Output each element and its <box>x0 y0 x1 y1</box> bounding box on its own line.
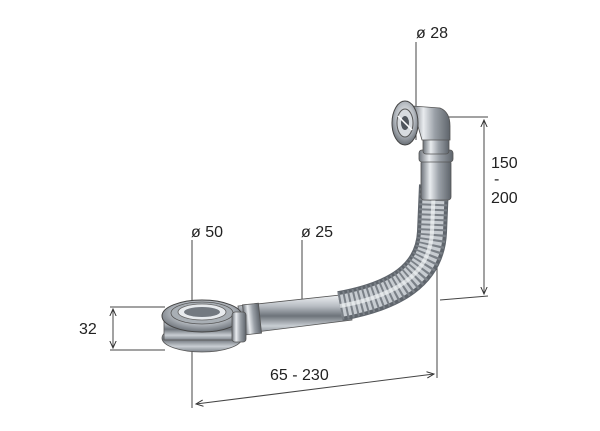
drain-fitting <box>161 299 247 353</box>
dimension-lines <box>110 42 489 408</box>
vertical-range-sep-label: - <box>494 171 499 188</box>
dimension-labels: ø 28 ø 50 ø 25 32 65 - 230 150 - 200 <box>79 25 518 384</box>
straight-tube <box>237 293 353 336</box>
horizontal-range-label: 65 - 230 <box>270 367 329 384</box>
drain-height-label: 32 <box>79 321 97 338</box>
tube-diameter-label: ø 25 <box>301 224 333 241</box>
overflow-head <box>391 100 451 146</box>
drain-diameter-label: ø 50 <box>191 224 223 241</box>
flex-hose <box>337 184 449 321</box>
vertical-range-bottom-label: 200 <box>491 190 518 207</box>
overflow-collar <box>418 131 454 201</box>
outlet-diameter-label: ø 28 <box>416 25 448 42</box>
vertical-range-top-label: 150 <box>491 155 518 172</box>
